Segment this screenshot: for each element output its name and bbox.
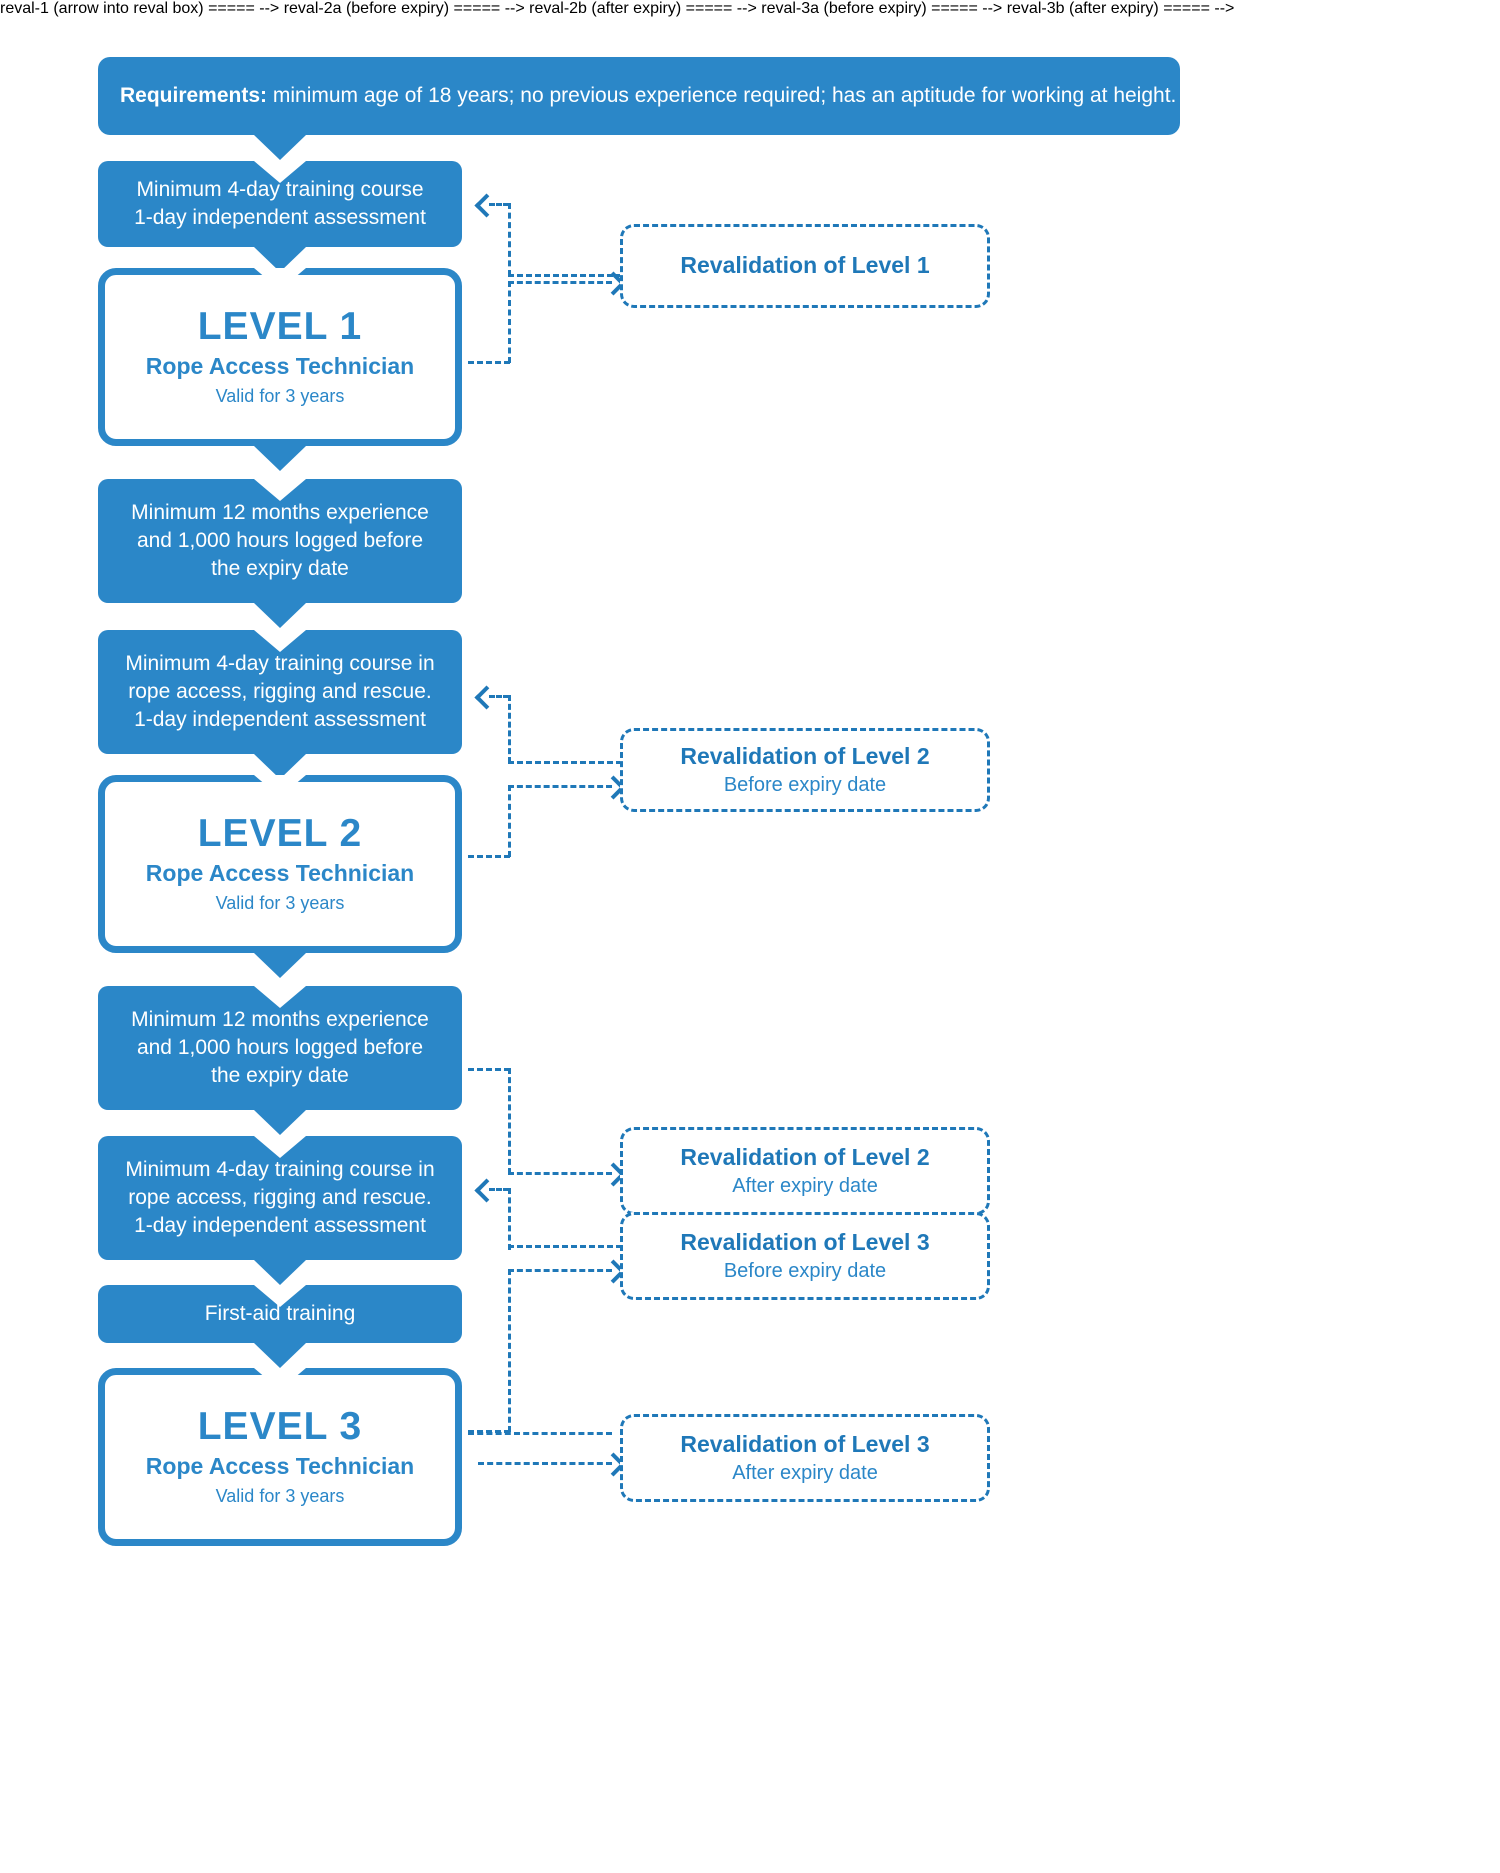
reval-box-level-2-before-subtitle: Before expiry date	[723, 774, 887, 797]
connector-arrow-l3training-to-firstaid	[254, 1260, 306, 1285]
connector-arrow-l2training-to-level2	[254, 754, 306, 779]
connector-l1-training-in-horizontal	[489, 203, 509, 206]
notch-level1-training-top	[254, 161, 306, 183]
reval-box-level-1-title: Revalidation of Level 1	[680, 252, 930, 279]
reval-box-level-2-after: Revalidation of Level 2 After expiry dat…	[620, 1127, 990, 1215]
reval-box-level-2-after-subtitle: After expiry date	[732, 1175, 878, 1198]
card-level-3-role: Rope Access Technician	[145, 1452, 415, 1479]
connector-arrowhead-into-l2-training	[474, 685, 499, 710]
connector-arrowhead-into-l3-training	[474, 1178, 499, 1203]
requirements-banner: Requirements: minimum age of 18 years; n…	[98, 57, 1180, 135]
connector-l3-reval-before-to-training	[508, 1245, 622, 1248]
reval-box-level-3-after: Revalidation of Level 3 After expiry dat…	[620, 1414, 990, 1502]
connector-level3-out-after-horizontal	[468, 1432, 612, 1435]
connector-arrowhead-into-l1-training	[474, 193, 499, 218]
card-level-1-role: Rope Access Technician	[145, 352, 415, 379]
card-level-1: LEVEL 1 Rope Access Technician Valid for…	[98, 268, 462, 446]
notch-level2-experience-top	[254, 986, 306, 1008]
step-level2-experience-text: Minimum 12 months experience and 1,000 h…	[131, 1008, 429, 1087]
connector-l3-training-in-horizontal	[489, 1188, 509, 1191]
card-level-2: LEVEL 2 Rope Access Technician Valid for…	[98, 775, 462, 953]
card-level-3-validity: Valid for 3 years	[215, 1486, 345, 1507]
requirements-text: Requirements: minimum age of 18 years; n…	[98, 82, 1176, 109]
card-level-1-title: LEVEL 1	[197, 304, 363, 348]
reval-box-level-2-after-title: Revalidation of Level 2	[680, 1143, 930, 1170]
connector-arrow-l1training-to-level1	[254, 247, 306, 272]
card-level-3-title: LEVEL 3	[197, 1404, 363, 1448]
notch-level1-experience-top	[254, 479, 306, 501]
reval-box-level-1: Revalidation of Level 1	[620, 224, 990, 308]
connector-l2-reval-before-to-training	[508, 761, 622, 764]
connector-level2-out-after-horizontal	[468, 1068, 510, 1071]
reval-box-level-3-before-subtitle: Before expiry date	[723, 1260, 887, 1283]
connector-l2-training-in-vertical	[508, 695, 511, 763]
reval-box-level-3-after-subtitle: After expiry date	[732, 1462, 878, 1485]
notch-level1-card-top	[254, 268, 306, 290]
reval-box-level-3-after-title: Revalidation of Level 3	[680, 1430, 930, 1457]
reval-box-level-3-before: Revalidation of Level 3 Before expiry da…	[620, 1212, 990, 1300]
step-first-aid-training-text: First-aid training	[204, 1302, 356, 1326]
notch-level3-training-top	[254, 1136, 306, 1158]
connector-level2-out-after-vertical	[508, 1068, 511, 1174]
card-level-2-role: Rope Access Technician	[145, 859, 415, 886]
connector-level2-out-before-vertical	[508, 785, 511, 857]
connector-level1-out-horizontal	[468, 361, 510, 364]
card-level-2-title: LEVEL 2	[197, 811, 363, 855]
connector-level2-to-reval-after	[508, 1172, 612, 1175]
card-level-2-validity: Valid for 3 years	[215, 893, 345, 914]
notch-level3-card-top	[254, 1368, 306, 1390]
step-level1-experience-text: Minimum 12 months experience and 1,000 h…	[131, 501, 429, 580]
connector-arrow-l2experience-to-l3training	[254, 1110, 306, 1135]
connector-level2-to-reval-before	[508, 785, 612, 788]
step-level2-training-text: Minimum 4-day training course in rope ac…	[125, 652, 435, 731]
connector-arrow-level1-to-experience	[254, 446, 306, 471]
notch-level2-card-top	[254, 775, 306, 797]
connector-level3-out-before-horizontal	[468, 1430, 510, 1433]
requirements-detail: minimum age of 18 years; no previous exp…	[267, 84, 1177, 108]
reval-box-level-2-before-title: Revalidation of Level 2	[680, 742, 930, 769]
connector-l2-training-in-horizontal	[489, 695, 509, 698]
step-level1-training-text: Minimum 4-day training course 1-day inde…	[134, 178, 426, 229]
reval-box-level-3-before-title: Revalidation of Level 3	[680, 1228, 930, 1255]
notch-level2-training-top	[254, 630, 306, 652]
card-level-3: LEVEL 3 Rope Access Technician Valid for…	[98, 1368, 462, 1546]
step-level1-experience: Minimum 12 months experience and 1,000 h…	[98, 479, 462, 603]
step-level3-training-text: Minimum 4-day training course in rope ac…	[125, 1158, 435, 1237]
reval-box-level-2-before: Revalidation of Level 2 Before expiry da…	[620, 728, 990, 812]
connector-level3-to-reval-after	[478, 1462, 612, 1465]
connector-level1-out-vertical	[508, 281, 511, 363]
connector-l3-training-in-vertical	[508, 1188, 511, 1250]
connector-l1-training-in-vertical	[508, 203, 511, 276]
connector-level3-out-before-vertical	[508, 1269, 511, 1432]
connector-arrow-firstaid-to-level3	[254, 1343, 306, 1368]
connector-level1-to-reval	[508, 281, 612, 284]
connector-arrow-experience-to-l2training	[254, 603, 306, 628]
card-level-1-validity: Valid for 3 years	[215, 386, 345, 407]
requirements-label: Requirements:	[120, 84, 268, 108]
connector-level3-to-reval-before	[508, 1269, 612, 1272]
connector-l1-reval-to-training	[508, 274, 622, 277]
connector-level2-out-before-horizontal	[468, 855, 510, 858]
notch-first-aid-top	[254, 1285, 306, 1307]
connector-arrow-banner-to-l1training	[254, 135, 306, 160]
connector-arrow-level2-to-experience	[254, 953, 306, 978]
